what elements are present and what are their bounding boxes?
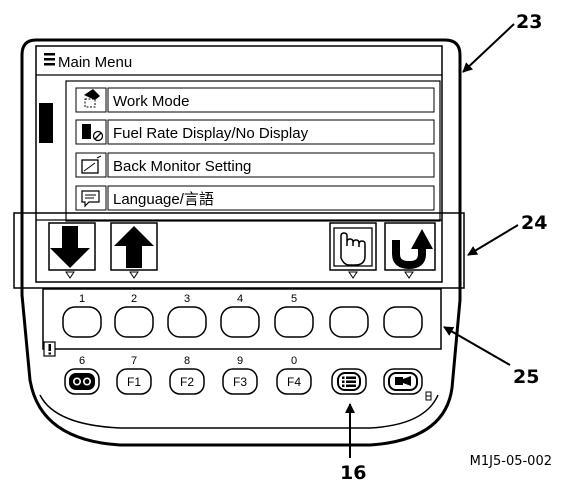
key-number: 6 [79,355,85,367]
menu-item-label: Work Mode [113,93,189,110]
key-number: 5 [291,293,297,305]
soft-key-zone [13,212,465,289]
menu-item-fuel-rate[interactable]: Fuel Rate Display/No Display [75,119,435,145]
housing-inner-curve [39,394,439,429]
key-6-buzzer[interactable]: 6 [64,355,100,395]
soft-key-select[interactable] [329,222,377,279]
menu-item-label: Fuel Rate Display/No Display [113,125,309,142]
menu-item-language[interactable]: Language/言語 [75,185,435,211]
key-f4[interactable]: 0 F4 [276,355,312,395]
display-screen [35,45,443,283]
language-icon [81,190,100,208]
key-number: 1 [79,293,85,305]
key-1[interactable]: 1 [62,293,102,338]
menu-panel [65,80,441,222]
work-mode-icon [84,89,100,108]
leader-23 [462,23,515,73]
menu-title: Main Menu [58,54,132,71]
back-return-icon [392,229,433,270]
key-f2[interactable]: 8 F2 [169,355,205,395]
menu-item-label: Language/言語 [113,191,214,208]
key-number: 3 [184,293,190,305]
leader-25 [443,326,511,366]
key-blank-7[interactable] [383,306,423,338]
leader-24 [467,224,519,256]
menu-item-back-monitor[interactable]: Back Monitor Setting [75,152,435,178]
monitor-housing [20,38,462,447]
key-number: 9 [237,355,243,367]
back-monitor-icon [81,155,102,174]
callout-23: 23 [516,11,542,33]
key-number: 8 [184,355,190,367]
callout-16: 16 [340,462,366,484]
key-3[interactable]: 3 [167,293,207,338]
key-label: F2 [180,375,194,389]
key-number: 4 [237,293,243,305]
key-number: 0 [291,355,297,367]
menu-list-icon [337,372,361,391]
key-label: F3 [233,375,247,389]
soft-key-back[interactable] [384,222,436,279]
menu-item-label: Back Monitor Setting [113,158,251,175]
key-label: F4 [287,375,301,389]
key-4[interactable]: 4 [220,293,260,338]
menu-item-work-mode[interactable]: Work Mode [75,87,435,113]
key-5[interactable]: 5 [274,293,314,338]
key-menu[interactable] [331,368,367,395]
key-2[interactable]: 2 [114,293,154,338]
camera-switch-icon [388,372,418,391]
callout-24: 24 [521,212,547,234]
key-camera[interactable] [383,368,423,395]
soft-key-down[interactable] [48,222,96,279]
menu-title-bar: Main Menu [36,53,442,76]
fuel-rate-icon [82,124,104,142]
figure-code: M1J5-05-002 [470,454,552,469]
soft-key-up[interactable] [110,222,158,279]
callout-25: 25 [513,366,539,388]
scroll-indicator [39,103,53,143]
up-arrow-icon [114,226,154,268]
exclamation-icon [43,341,56,357]
down-arrow-icon [50,226,90,268]
key-number: 7 [131,355,137,367]
key-number: 2 [131,293,137,305]
key-blank-6[interactable] [329,306,369,338]
key-f3[interactable]: 9 F3 [222,355,258,395]
buzzer-stop-icon [69,373,95,390]
select-hand-icon [333,227,373,267]
key-label: F1 [127,375,141,389]
keypad-zone [42,288,442,350]
key-f1[interactable]: 7 F1 [116,355,152,395]
